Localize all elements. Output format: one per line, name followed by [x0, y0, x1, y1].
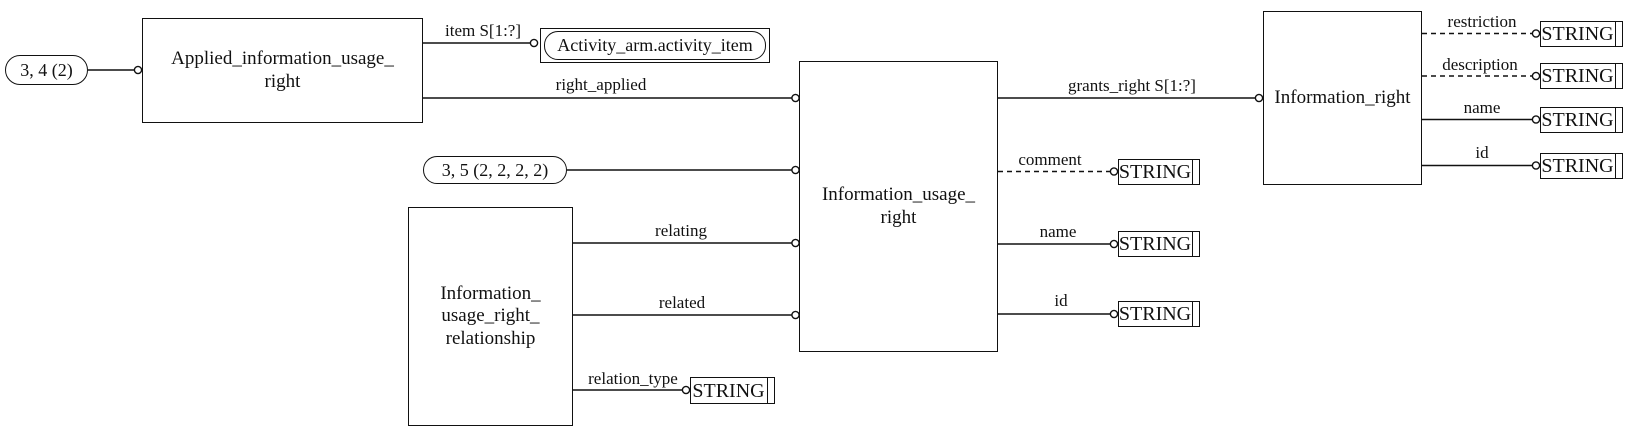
- string-type-label: STRING: [1541, 22, 1614, 45]
- edge-right-id: [1422, 161, 1541, 170]
- entity-box-applied-information-usage-right: Applied_information_usage_ right: [142, 18, 423, 123]
- edge-right-applied: [423, 93, 800, 103]
- string-box-description: STRING: [1540, 63, 1623, 89]
- string-type-label: STRING: [1118, 160, 1192, 183]
- attr-label-relating: relating: [655, 221, 707, 240]
- attr-label-usage-name: name: [1039, 222, 1077, 241]
- simple-type-double-line: [1615, 107, 1616, 132]
- simple-type-double-line: [1615, 64, 1616, 88]
- page-ref-label: 3, 4 (2): [20, 59, 73, 80]
- relation-end-circle: [1109, 239, 1119, 249]
- entity-label: Applied_information_usage_ right: [171, 48, 394, 92]
- relation-end-circle: [133, 65, 143, 75]
- string-box-restriction: STRING: [1540, 20, 1623, 47]
- edge-description: [1422, 71, 1541, 81]
- page-ref-label: 3, 5 (2, 2, 2, 2): [441, 159, 549, 180]
- string-type-label: STRING: [1118, 303, 1192, 325]
- page-ref-3-4: 3, 4 (2): [5, 55, 88, 85]
- edge-relation-type: [573, 385, 691, 395]
- attr-label-restriction: restriction: [1447, 12, 1517, 31]
- string-box-comment: STRING: [1118, 158, 1200, 185]
- simple-type-double-line: [1615, 21, 1616, 46]
- entity-box-information-usage-right: Information_usage_ right: [799, 61, 998, 352]
- entity-box-information-usage-right-relationship: Information_ usage_right_ relationship: [408, 207, 573, 426]
- simple-type-double-line: [1192, 232, 1193, 256]
- relation-end-circle: [681, 385, 691, 395]
- attr-label-right-id: id: [1475, 143, 1489, 162]
- interschema-ref-inner: Activity_arm.activity_item: [544, 31, 766, 60]
- relation-end-circle: [1109, 309, 1119, 319]
- string-type-label: STRING: [1118, 233, 1192, 255]
- edge-usage-name: [998, 239, 1119, 249]
- simple-type-double-line: [1615, 153, 1616, 178]
- relation-end-circle: [529, 38, 539, 48]
- string-type-label: STRING: [1541, 108, 1614, 131]
- edge-restriction: [1422, 29, 1541, 38]
- edge-item: [423, 38, 539, 48]
- relation-end-circle: [1254, 93, 1264, 103]
- attr-label-comment: comment: [1018, 150, 1082, 169]
- string-box-right-name: STRING: [1540, 106, 1623, 133]
- entity-box-information-right: Information_right: [1263, 11, 1422, 185]
- string-type-label: STRING: [1541, 65, 1614, 87]
- string-box-relation-type: STRING: [690, 377, 775, 404]
- edge-usage-id: [998, 309, 1119, 319]
- edge-page-ref-3-5: [567, 165, 800, 175]
- edge-relating: [573, 238, 800, 248]
- attr-label-item: item S[1:?]: [444, 21, 522, 40]
- relation-end-circle: [1109, 167, 1119, 176]
- attr-label-usage-id: id: [1054, 291, 1068, 310]
- attr-label-relation-type: relation_type: [588, 369, 678, 388]
- relation-end-circle: [1531, 29, 1541, 38]
- edge-grants-right: [998, 93, 1264, 103]
- edge-page-ref-3-4: [88, 65, 143, 75]
- page-ref-3-5: 3, 5 (2, 2, 2, 2): [423, 156, 567, 184]
- string-type-label: STRING: [1541, 154, 1614, 177]
- attr-label-description: description: [1442, 55, 1518, 74]
- attr-label-grants-right: grants_right S[1:?]: [1068, 76, 1196, 95]
- attr-label-right-applied: right_applied: [555, 75, 647, 94]
- relation-end-circle: [1531, 71, 1541, 81]
- attr-label-related: related: [658, 293, 706, 312]
- entity-label: Information_right: [1274, 86, 1411, 108]
- edge-comment: [998, 167, 1119, 176]
- string-box-right-id: STRING: [1540, 152, 1623, 179]
- relation-end-circle: [1531, 161, 1541, 170]
- simple-type-double-line: [767, 378, 768, 403]
- interschema-ref-activity-item: Activity_arm.activity_item: [540, 28, 770, 63]
- edge-right-name: [1422, 115, 1541, 124]
- simple-type-double-line: [1192, 302, 1193, 326]
- string-type-label: STRING: [692, 379, 765, 402]
- entity-label: Information_usage_ right: [821, 184, 975, 228]
- string-box-usage-id: STRING: [1118, 301, 1200, 327]
- entity-label: Information_ usage_right_ relationship: [440, 282, 541, 349]
- simple-type-double-line: [1192, 159, 1193, 184]
- string-box-usage-name: STRING: [1118, 231, 1200, 257]
- entity-label: Activity_arm.activity_item: [557, 35, 753, 55]
- attr-label-right-name: name: [1463, 98, 1501, 117]
- relation-end-circle: [1531, 115, 1541, 124]
